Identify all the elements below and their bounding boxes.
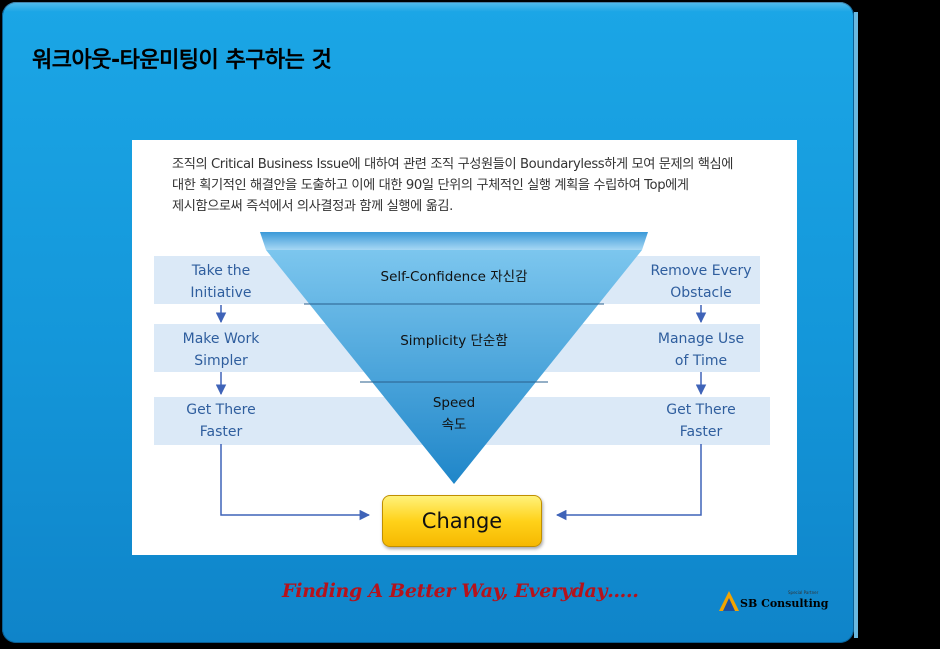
tagline: Finding A Better Way, Everyday….. <box>282 580 639 602</box>
right-step-2-line2: of Time <box>674 353 728 369</box>
right-step-1-line2: Obstacle <box>670 285 732 301</box>
triangle-label-line: Simplicity 단순함 <box>400 333 508 349</box>
triangle-label-self-confidence: Self-Confidence 자신감 <box>334 266 574 288</box>
right-step-2-line1: Manage Use <box>657 331 745 347</box>
triangle-label-line: Speed <box>432 395 476 411</box>
right-step-3-line1: Get There <box>666 402 736 418</box>
slide-title: 워크아웃-타운미팅이 추구하는 것 <box>32 48 332 73</box>
left-step-2-line2: Simpler <box>194 353 248 369</box>
intro-line: 대한 획기적인 해결안을 도출하고 이에 대한 90일 단위의 구체적인 실행 … <box>172 178 689 193</box>
left-step-1-line2: Initiative <box>190 285 252 301</box>
right-arrow-to-change <box>555 444 702 521</box>
right-step-3-line2: Faster <box>679 424 723 440</box>
content-card: 조직의 Critical Business Issue에 대하여 관련 조직 구… <box>132 140 797 555</box>
left-arrow-to-change <box>220 444 371 521</box>
left-step-2-line1: Make Work <box>182 331 260 347</box>
triangle-label-line: Self-Confidence 자신감 <box>380 269 528 285</box>
change-label: Change <box>421 509 503 533</box>
right-step-1: Remove Every Obstacle <box>641 260 761 304</box>
left-step-3-line2: Faster <box>199 424 243 440</box>
triangle-label-speed: Speed 속도 <box>394 392 514 436</box>
intro-line: 제시함으로써 즉석에서 의사결정과 함께 실행에 옮김. <box>172 199 453 214</box>
intro-line: 조직의 Critical Business Issue에 대하여 관련 조직 구… <box>172 157 733 172</box>
right-step-1-line1: Remove Every <box>650 263 752 279</box>
right-step-2: Manage Use of Time <box>646 328 756 372</box>
right-step-3: Get There Faster <box>646 399 756 443</box>
logo-subtext: Special Partner <box>788 590 819 595</box>
logo-text: SB Consulting <box>740 597 829 610</box>
change-box: Change <box>382 495 542 547</box>
left-step-3-line1: Get There <box>186 402 256 418</box>
company-logo: Special Partner SB Consulting <box>718 588 828 614</box>
triangle-top-face <box>260 232 648 250</box>
triangle-label-simplicity: Simplicity 단순함 <box>354 330 554 352</box>
left-step-1: Take the Initiative <box>171 260 271 304</box>
slide-panel: 워크아웃-타운미팅이 추구하는 것 조직의 Critical Business … <box>2 2 854 643</box>
left-step-2: Make Work Simpler <box>166 328 276 372</box>
panel-edge-highlight <box>854 12 858 638</box>
intro-paragraph: 조직의 Critical Business Issue에 대하여 관련 조직 구… <box>172 154 792 217</box>
triangle-label-line: 속도 <box>441 417 467 433</box>
logo-mark-icon <box>719 591 739 611</box>
left-step-1-line1: Take the <box>191 263 251 279</box>
inverted-triangle-diagram <box>215 232 707 521</box>
triangle-body <box>266 250 642 484</box>
left-step-3: Get There Faster <box>166 399 276 443</box>
